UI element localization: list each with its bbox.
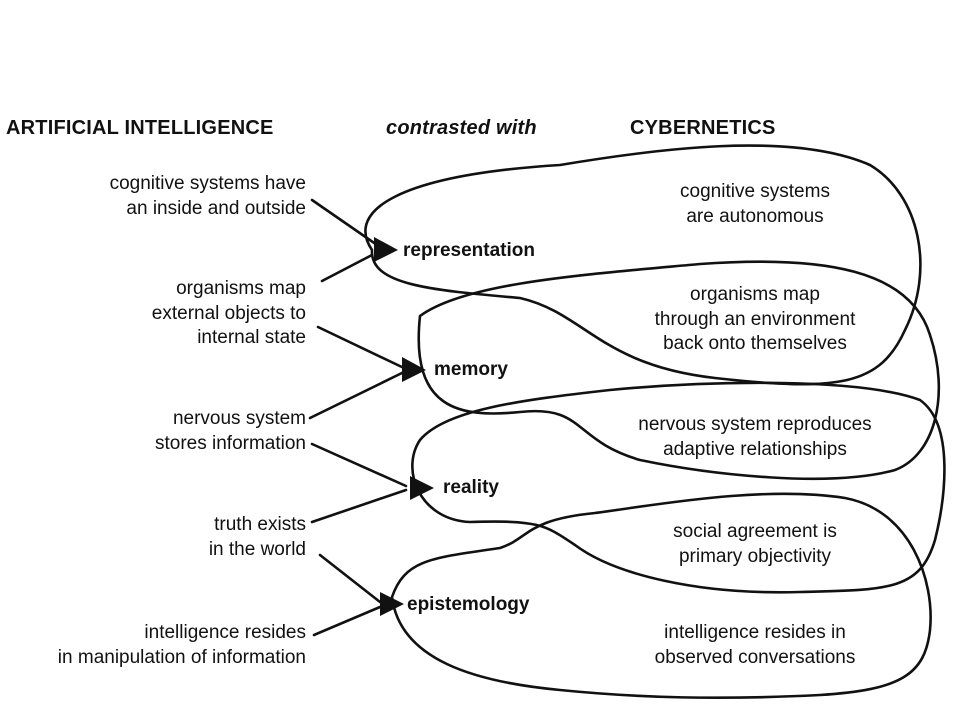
ai-claim-line: internal state: [197, 327, 306, 348]
ai-claim-line: nervous system: [172, 408, 306, 429]
ai-claim-line: stores information: [154, 432, 306, 454]
cyb-claim-map-environment: organisms map through an environment bac…: [605, 283, 905, 357]
connector-map-memory: [316, 325, 406, 370]
heading-artificial-intelligence: ARTIFICIAL INTELLIGENCE: [6, 117, 274, 139]
memory-loop: [417, 260, 941, 481]
connector-stores-reality: [310, 442, 408, 488]
ai-claim-line: external objects to: [151, 302, 306, 324]
connector-inside-outside: [310, 198, 382, 249]
ai-claim-manipulation: intelligence resides in manipulation of …: [58, 621, 306, 670]
concept-reality: reality: [443, 477, 499, 498]
connector-manipulation-epistemology: [312, 605, 382, 637]
memory-arrowhead: [402, 357, 426, 382]
connector-stores-memory: [308, 370, 406, 420]
ai-claim-line: organisms map: [176, 278, 306, 299]
ai-claim-line: intelligence resides: [144, 622, 306, 643]
connector-truth-reality: [310, 488, 408, 524]
concept-representation: representation: [403, 240, 535, 261]
ai-claim-line: an inside and outside: [126, 197, 306, 219]
connector-world-epistemology: [318, 553, 382, 604]
ai-claim-truth-exists: truth exists in the world: [209, 513, 306, 562]
ai-claim-stores-information: nervous system stores information: [155, 407, 306, 456]
ai-claim-map-internal-state: organisms map external objects to intern…: [152, 277, 306, 351]
ai-claim-line: truth exists: [214, 514, 306, 535]
cyb-claim-conversations: intelligence resides in observed convers…: [605, 621, 905, 670]
cyb-claim-line: back onto themselves: [663, 333, 847, 354]
concept-memory: memory: [434, 359, 508, 380]
cyb-claim-line: intelligence resides in: [664, 622, 846, 643]
ai-claim-line: cognitive systems have: [109, 173, 306, 194]
epistemology-arrowhead: [380, 592, 404, 616]
cyb-claim-autonomous: cognitive systems are autonomous: [605, 180, 905, 229]
representation-arrowhead: [374, 237, 398, 262]
cyb-claim-line: primary objectivity: [678, 545, 832, 567]
cyb-claim-adaptive: nervous system reproduces adaptive relat…: [605, 413, 905, 462]
concept-epistemology: epistemology: [407, 594, 530, 615]
cyb-claim-line: cognitive systems: [680, 181, 830, 202]
ai-claim-inside-outside: cognitive systems have an inside and out…: [110, 172, 306, 221]
reality-loop: [411, 381, 946, 594]
cyb-claim-line: organisms map: [690, 284, 820, 305]
cyb-claim-line: social agreement is: [673, 521, 837, 542]
cyb-claim-line: are autonomous: [686, 205, 824, 227]
heading-cybernetics: CYBERNETICS: [630, 117, 776, 139]
connector-map-representation: [320, 253, 374, 283]
cyb-claim-line: nervous system reproduces: [638, 414, 872, 435]
ai-claim-line: in manipulation of information: [57, 646, 306, 668]
cyb-claim-line: observed conversations: [654, 646, 856, 668]
cyb-claim-social-agreement: social agreement is primary objectivity: [605, 520, 905, 569]
heading-contrasted-with: contrasted with: [386, 117, 537, 139]
epistemology-loop: [390, 492, 932, 700]
cyb-claim-line: adaptive relationships: [663, 438, 847, 460]
reality-arrowhead: [410, 476, 434, 500]
ai-claim-line: in the world: [208, 538, 306, 560]
cyb-claim-line: through an environment: [654, 308, 856, 330]
representation-loop: [364, 144, 922, 386]
